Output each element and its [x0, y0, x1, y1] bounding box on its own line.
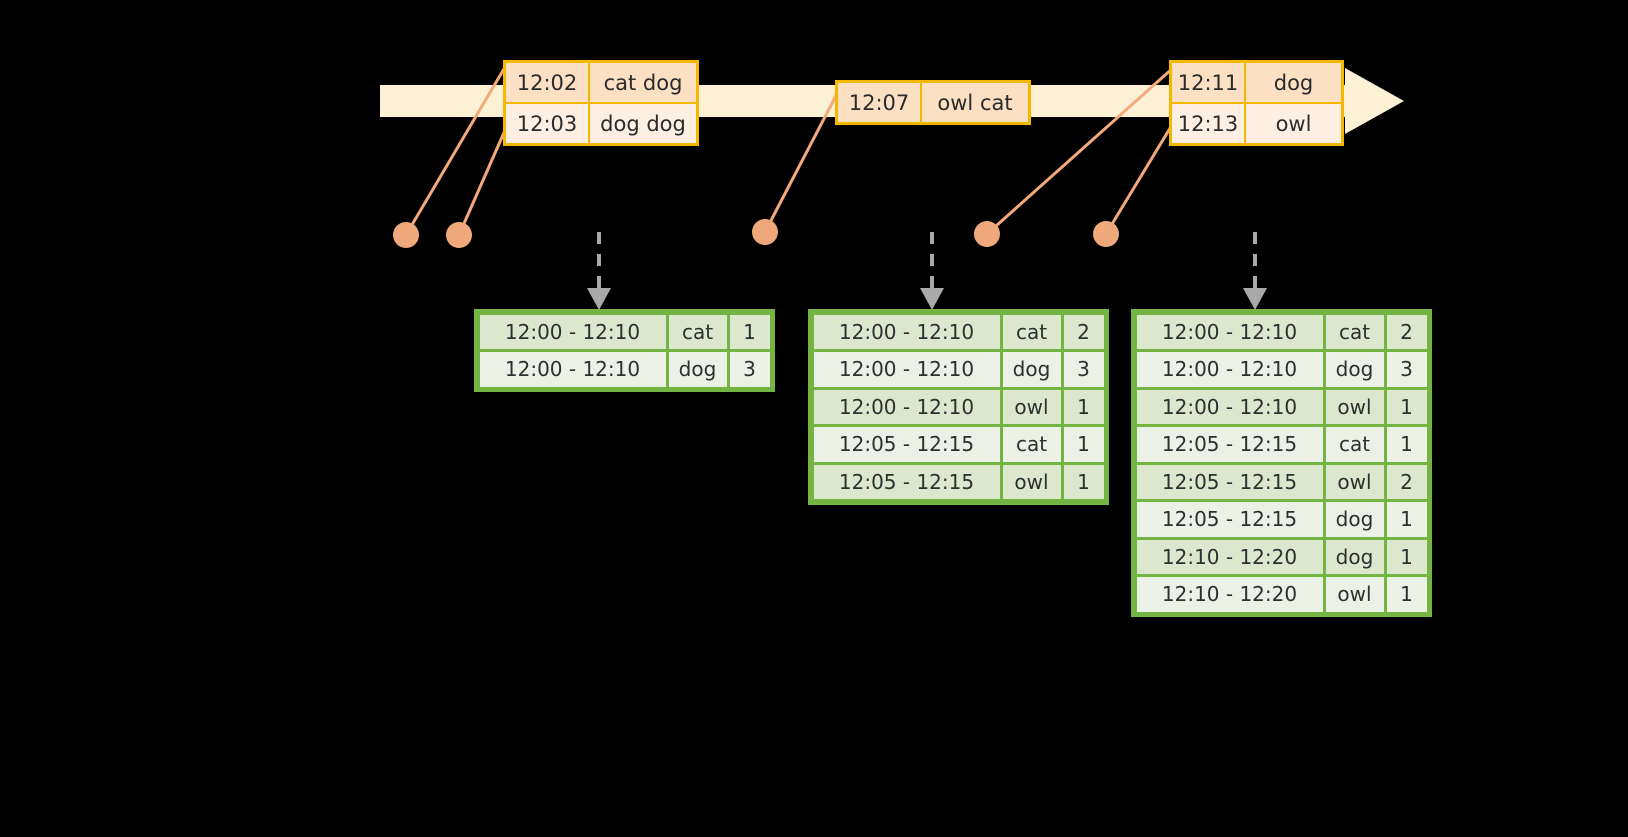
event-row[interactable]: 12:07 owl cat [838, 83, 1028, 122]
event-group-3[interactable]: 12:11 dog 12:13 owl [1169, 60, 1344, 146]
count-cell: 2 [1063, 314, 1104, 349]
result-table-1[interactable]: 12:00 - 12:10 cat 1 12:00 - 12:10 dog 3 [474, 309, 775, 392]
window-cell: 12:00 - 12:10 [479, 352, 666, 387]
result-table-2[interactable]: 12:00 - 12:10 cat 2 12:00 - 12:10 dog 3 … [808, 309, 1109, 505]
event-group-2[interactable]: 12:07 owl cat [835, 80, 1031, 125]
count-cell: 1 [1063, 427, 1104, 462]
table-row[interactable]: 12:10 - 12:20 owl 1 [1135, 576, 1428, 614]
table-row[interactable]: 12:00 - 12:10 owl 1 [812, 388, 1105, 426]
window-cell: 12:00 - 12:10 [813, 352, 1000, 387]
event-words: dog dog [600, 111, 686, 136]
key-cell: owl [1325, 577, 1384, 612]
window-cell: 12:10 - 12:20 [1136, 577, 1323, 612]
window-cell: 12:00 - 12:10 [1136, 389, 1323, 424]
count-cell: 1 [1386, 389, 1427, 424]
count-cell: 1 [1386, 427, 1427, 462]
emit-arrow-heads [587, 288, 1267, 310]
event-words: owl cat [937, 90, 1013, 115]
window-cell: 12:05 - 12:15 [813, 464, 1000, 499]
table-row[interactable]: 12:05 - 12:15 dog 1 [1135, 501, 1428, 539]
event-time: 12:07 [838, 83, 922, 122]
count-cell: 1 [1386, 539, 1427, 574]
table-row[interactable]: 12:00 - 12:10 owl 1 [1135, 388, 1428, 426]
event-dot-3 [752, 219, 778, 245]
window-cell: 12:05 - 12:15 [1136, 427, 1323, 462]
key-cell: cat [1002, 427, 1061, 462]
count-cell: 3 [1386, 352, 1427, 387]
table-row[interactable]: 12:05 - 12:15 owl 1 [812, 463, 1105, 501]
table-row[interactable]: 12:00 - 12:10 cat 1 [478, 313, 771, 351]
event-row[interactable]: 12:11 dog [1172, 63, 1341, 102]
event-group-1[interactable]: 12:02 cat dog 12:03 dog dog [503, 60, 699, 146]
count-cell: 1 [1063, 464, 1104, 499]
event-row[interactable]: 12:13 owl [1172, 102, 1341, 143]
table-row[interactable]: 12:00 - 12:10 dog 3 [478, 351, 771, 389]
event-dot-1 [393, 222, 419, 248]
event-time: 12:03 [506, 104, 590, 143]
event-dots [393, 219, 1119, 248]
event-words: cat dog [603, 70, 683, 95]
window-cell: 12:00 - 12:10 [813, 389, 1000, 424]
window-cell: 12:05 - 12:15 [1136, 502, 1323, 537]
result-table-3[interactable]: 12:00 - 12:10 cat 2 12:00 - 12:10 dog 3 … [1131, 309, 1432, 617]
window-cell: 12:00 - 12:10 [479, 314, 666, 349]
count-cell: 3 [1063, 352, 1104, 387]
key-cell: dog [1325, 352, 1384, 387]
event-dot-5 [1093, 221, 1119, 247]
emit-arrows [597, 232, 1257, 292]
count-cell: 2 [1386, 464, 1427, 499]
table-row[interactable]: 12:10 - 12:20 dog 1 [1135, 538, 1428, 576]
event-time: 12:13 [1172, 104, 1246, 143]
count-cell: 1 [1386, 577, 1427, 612]
event-time: 12:11 [1172, 63, 1246, 102]
window-cell: 12:05 - 12:15 [1136, 464, 1323, 499]
count-cell: 1 [729, 314, 770, 349]
key-cell: owl [1325, 464, 1384, 499]
table-row[interactable]: 12:05 - 12:15 cat 1 [812, 426, 1105, 464]
key-cell: dog [668, 352, 727, 387]
key-cell: cat [1325, 314, 1384, 349]
window-cell: 12:05 - 12:15 [813, 427, 1000, 462]
key-cell: cat [1002, 314, 1061, 349]
count-cell: 1 [1386, 502, 1427, 537]
table-row[interactable]: 12:05 - 12:15 cat 1 [1135, 426, 1428, 464]
key-cell: cat [668, 314, 727, 349]
event-row[interactable]: 12:03 dog dog [506, 102, 696, 143]
table-row[interactable]: 12:00 - 12:10 dog 3 [812, 351, 1105, 389]
count-cell: 2 [1386, 314, 1427, 349]
event-words: dog [1273, 70, 1314, 95]
window-cell: 12:00 - 12:10 [813, 314, 1000, 349]
event-dot-4 [974, 221, 1000, 247]
event-words: owl [1275, 111, 1312, 136]
count-cell: 3 [729, 352, 770, 387]
key-cell: dog [1002, 352, 1061, 387]
table-row[interactable]: 12:00 - 12:10 cat 2 [812, 313, 1105, 351]
event-time: 12:02 [506, 63, 590, 102]
event-dot-2 [446, 222, 472, 248]
key-cell: owl [1002, 389, 1061, 424]
table-row[interactable]: 12:00 - 12:10 dog 3 [1135, 351, 1428, 389]
table-row[interactable]: 12:00 - 12:10 cat 2 [1135, 313, 1428, 351]
key-cell: dog [1325, 539, 1384, 574]
window-cell: 12:00 - 12:10 [1136, 352, 1323, 387]
count-cell: 1 [1063, 389, 1104, 424]
key-cell: owl [1325, 389, 1384, 424]
event-row[interactable]: 12:02 cat dog [506, 63, 696, 102]
key-cell: cat [1325, 427, 1384, 462]
key-cell: owl [1002, 464, 1061, 499]
key-cell: dog [1325, 502, 1384, 537]
window-cell: 12:10 - 12:20 [1136, 539, 1323, 574]
table-row[interactable]: 12:05 - 12:15 owl 2 [1135, 463, 1428, 501]
window-cell: 12:00 - 12:10 [1136, 314, 1323, 349]
